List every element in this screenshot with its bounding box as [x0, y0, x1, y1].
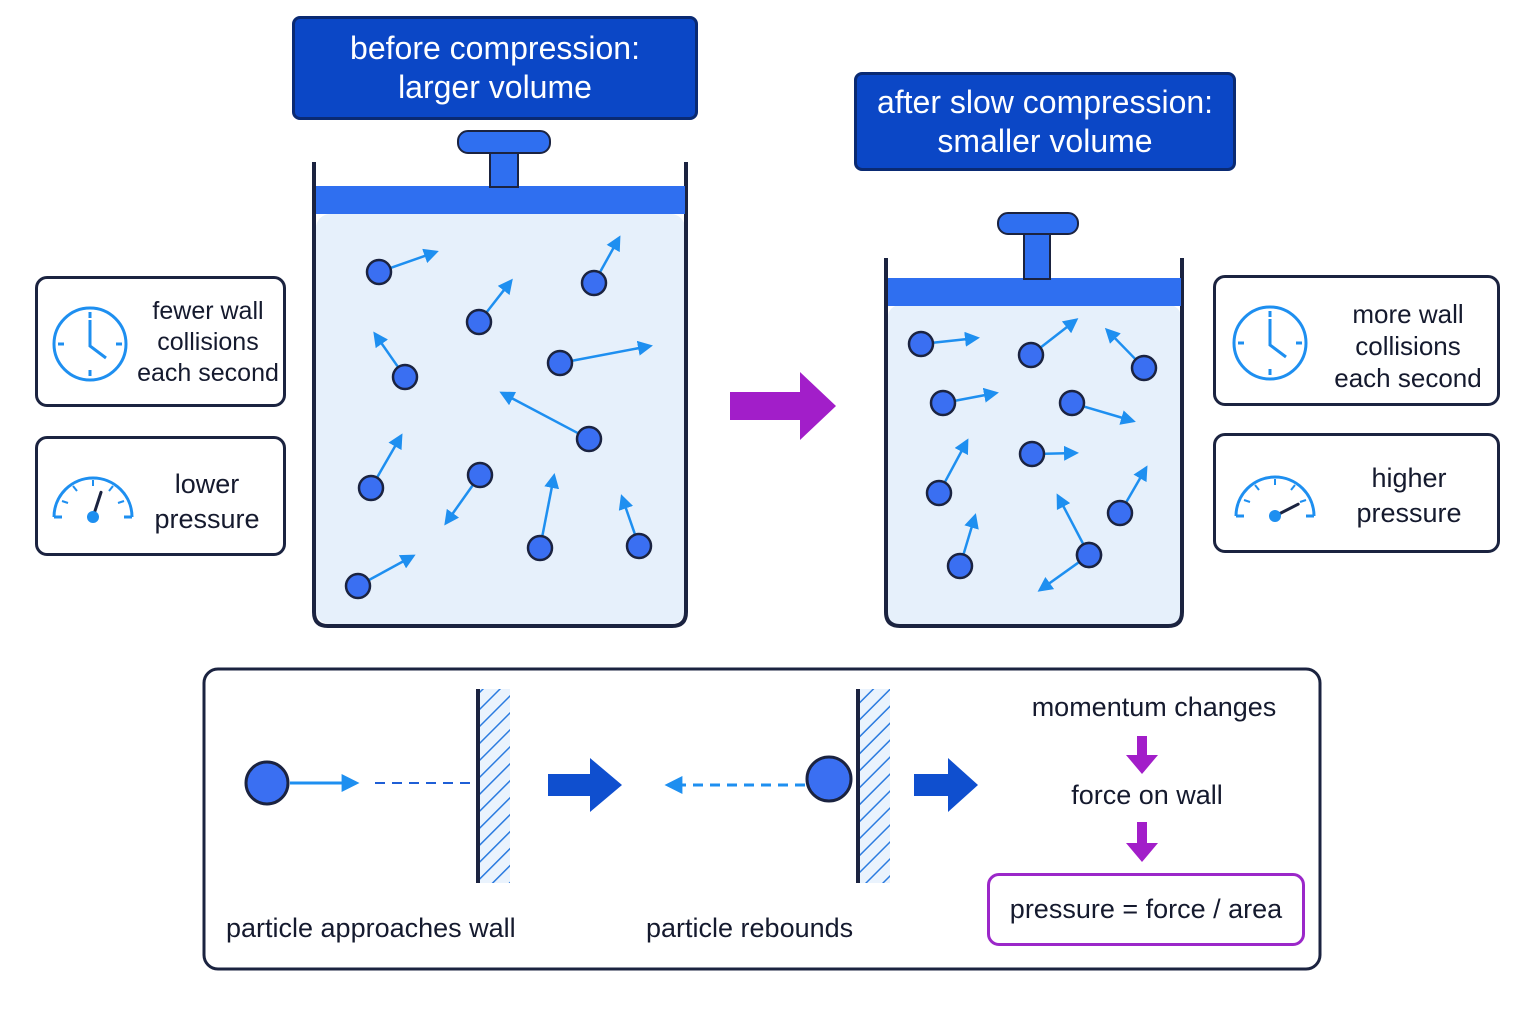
after-collisions-line3: each second — [1334, 363, 1482, 393]
process-arrow-1 — [548, 758, 622, 812]
before-collisions-line2: collisions — [157, 328, 259, 356]
before-title: before compression: larger volume — [292, 16, 698, 120]
before-particles — [344, 235, 653, 600]
after-piston-rod — [1023, 231, 1051, 280]
velocity-arrow — [541, 473, 560, 536]
after-collisions-line2: collisions — [1355, 331, 1461, 361]
gas-particle — [391, 363, 419, 391]
velocity-arrow — [444, 484, 474, 526]
gas-particle — [1058, 389, 1086, 417]
pressure-formula: pressure = force / area — [987, 873, 1305, 946]
gauge-icon — [1234, 475, 1316, 522]
velocity-arrow — [368, 554, 416, 581]
before-container — [312, 130, 688, 628]
before-pressure-line2: pressure — [154, 504, 260, 534]
right-arrow-icon — [730, 372, 836, 440]
after-container — [884, 212, 1184, 628]
rebound-label: particle rebounds — [646, 913, 854, 943]
velocity-arrow — [962, 513, 979, 554]
after-particles — [907, 318, 1158, 592]
process-arrow-2 — [914, 758, 978, 812]
gas-particle — [1130, 354, 1158, 382]
gas-particle — [929, 389, 957, 417]
chain-step-force: force on wall — [1071, 780, 1223, 810]
after-pressure-line2: pressure — [1356, 498, 1462, 528]
before-collisions-line3: each second — [137, 359, 279, 387]
gas-particle — [1018, 440, 1046, 468]
after-collisions-text: more wall collisions each second — [1320, 298, 1496, 394]
after-title-line2: smaller volume — [937, 122, 1153, 159]
rebounding-particle — [805, 755, 853, 803]
velocity-arrow — [373, 331, 399, 368]
velocity-arrow — [376, 433, 403, 478]
after-piston-handle — [997, 212, 1079, 235]
gas-particle — [1017, 341, 1045, 369]
velocity-arrow — [1084, 405, 1136, 425]
wall-hatch-2 — [858, 689, 890, 883]
velocity-arrow — [390, 248, 439, 269]
before-pressure-text: lower pressure — [142, 467, 272, 537]
velocity-arrow — [572, 340, 653, 362]
before-piston-plate — [316, 186, 685, 214]
gas-particle — [466, 461, 494, 489]
down-arrow-icon — [1126, 736, 1158, 774]
gas-particle — [907, 330, 935, 358]
approaching-particle — [244, 760, 290, 806]
gas-particle — [1075, 541, 1103, 569]
after-piston-plate — [888, 278, 1181, 306]
velocity-arrow — [955, 387, 999, 403]
velocity-arrow — [1104, 327, 1136, 360]
gas-particle — [546, 349, 574, 377]
down-arrow-icon — [1126, 822, 1158, 862]
wall-hatch-1 — [478, 689, 510, 883]
after-title-line1: after slow compression: — [876, 83, 1214, 120]
gas-particle — [575, 425, 603, 453]
before-collisions-line1: fewer wall — [152, 297, 264, 325]
velocity-arrow — [1125, 465, 1148, 503]
gas-particle — [625, 532, 653, 560]
velocity-arrow — [499, 391, 579, 435]
before-pressure-line1: lower — [174, 469, 240, 499]
velocity-arrow — [1037, 561, 1080, 592]
velocity-arrow — [1040, 318, 1079, 349]
before-gas-region — [316, 214, 685, 624]
velocity-arrow — [1056, 493, 1085, 545]
after-pressure-line1: higher — [1371, 463, 1447, 493]
gauge-icon — [52, 476, 134, 523]
gas-particle — [946, 552, 974, 580]
gas-particle — [925, 479, 953, 507]
approach-label: particle approaches wall — [226, 913, 516, 943]
gas-particle — [344, 572, 372, 600]
after-collisions-line1: more wall — [1352, 299, 1464, 329]
gas-particle — [465, 308, 493, 336]
before-container-wall — [312, 162, 688, 628]
velocity-arrow — [1044, 445, 1079, 461]
gas-particle — [526, 534, 554, 562]
clock-icon — [1232, 305, 1308, 381]
before-collisions-card: fewer wall collisions each second — [35, 276, 286, 407]
velocity-arrow — [933, 331, 980, 347]
after-pressure-text: higher pressure — [1336, 461, 1482, 531]
clock-icon — [52, 306, 128, 382]
gas-particle — [580, 269, 608, 297]
velocity-arrow — [618, 494, 636, 535]
before-pressure-card: lower pressure — [35, 436, 286, 556]
after-pressure-card: higher pressure — [1213, 433, 1500, 553]
after-container-wall — [884, 258, 1184, 628]
after-title: after slow compression: smaller volume — [854, 72, 1236, 171]
before-piston-handle — [457, 130, 551, 154]
chain-step-momentum: momentum changes — [1031, 692, 1277, 722]
velocity-arrow — [599, 235, 621, 273]
after-collisions-card: more wall collisions each second — [1213, 275, 1500, 406]
velocity-arrow — [486, 278, 513, 313]
before-collisions-text: fewer wall collisions each second — [132, 296, 284, 389]
before-title-line1: before compression: — [350, 30, 640, 66]
before-piston-rod — [489, 149, 519, 188]
velocity-arrow — [944, 438, 969, 483]
gas-particle — [365, 258, 393, 286]
before-title-line2: larger volume — [398, 69, 592, 105]
gas-particle — [357, 474, 385, 502]
gas-particle — [1106, 499, 1134, 527]
